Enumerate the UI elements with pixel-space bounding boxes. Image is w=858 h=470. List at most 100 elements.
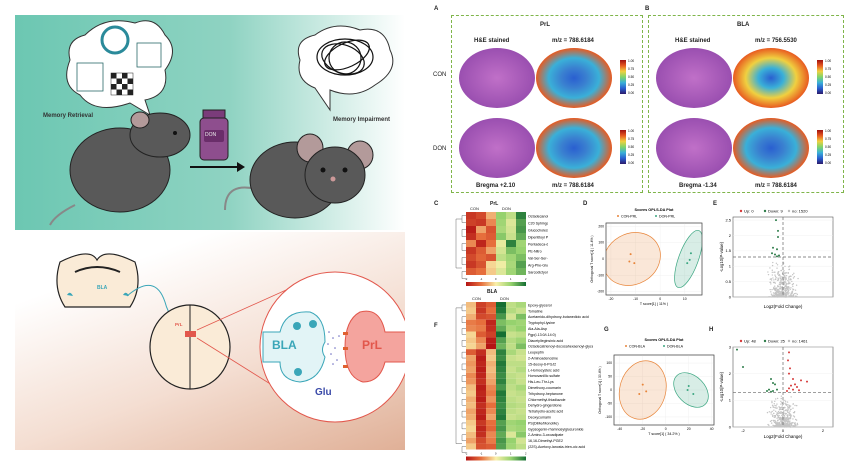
abstract-top-illustration <box>49 20 394 226</box>
nonsignificant-point <box>770 283 772 285</box>
heatmap-cell <box>506 331 516 338</box>
nonsignificant-point <box>789 415 792 417</box>
y-tick-label: 0.5 <box>725 279 731 284</box>
nonsignificant-point <box>784 424 787 427</box>
legend-tick: 2 <box>525 452 527 456</box>
heatmap-cell <box>476 331 486 338</box>
heatmap-cell <box>506 261 516 268</box>
heatmap-cell <box>486 226 496 233</box>
heatmap-cell <box>476 233 486 240</box>
nonsignificant-point <box>783 412 785 414</box>
nonsignificant-point <box>777 278 780 280</box>
down-regulated-point <box>774 383 776 386</box>
don-bottle-icon <box>199 109 229 161</box>
heatmap-cell <box>476 307 486 314</box>
nonsignificant-point <box>778 283 780 286</box>
heatmap-cell <box>506 325 516 332</box>
up-regulated-point <box>788 372 790 375</box>
heatmap-cell <box>486 233 496 240</box>
legend-tick: -2 <box>465 277 468 281</box>
y-tick-label: 200 <box>598 224 604 228</box>
heatmap-cell <box>486 261 496 268</box>
data-point <box>692 393 695 396</box>
nonsignificant-point <box>781 417 783 419</box>
heatmap-cell <box>476 437 486 444</box>
heatmap-cell <box>496 414 506 420</box>
nonsignificant-point <box>775 262 778 264</box>
thought-bubble-impairment <box>297 25 394 112</box>
nonsignificant-point <box>781 290 784 292</box>
dendrogram-branch <box>461 434 466 441</box>
y-tick-label: 1 <box>729 264 732 269</box>
nonsignificant-point <box>786 424 789 427</box>
panel-f-group-con: CON <box>472 296 481 301</box>
row-label: Leupeptin <box>528 351 544 355</box>
nonsignificant-point <box>784 277 786 279</box>
heatmap-cell <box>476 443 486 450</box>
y-tick-label: 100 <box>606 361 612 365</box>
dendrogram-branch <box>461 340 466 347</box>
confidence-ellipse <box>618 360 667 420</box>
heatmap-cell <box>506 343 516 350</box>
data-point <box>638 393 641 396</box>
he-stained-section <box>459 118 535 178</box>
nonsignificant-point <box>786 410 788 412</box>
heatmap-cell <box>516 396 526 403</box>
he-stained-section <box>656 48 732 108</box>
heatmap-cell <box>486 378 496 385</box>
heatmap-cell <box>516 343 526 350</box>
legend-marker <box>617 215 619 217</box>
nonsignificant-point <box>779 281 781 284</box>
heatmap-cell <box>506 414 516 420</box>
nonsignificant-point <box>784 272 786 274</box>
plot-title: Scores OPLS-DA Plot <box>635 208 675 212</box>
panel-a-bregma: Bregma +2.10 <box>476 183 516 189</box>
nonsignificant-point <box>791 280 793 283</box>
heatmap-cell <box>486 337 496 344</box>
panel-d-letter: D <box>583 201 588 207</box>
nonsignificant-point <box>792 421 794 424</box>
nonsignificant-point <box>780 293 783 296</box>
x-tick-label: -2 <box>741 428 745 433</box>
heatmap-cell <box>476 343 486 350</box>
nonsignificant-point <box>777 285 779 287</box>
heatmap-cell <box>496 390 506 397</box>
y-axis-label: -Log10(P-value) <box>719 371 724 402</box>
maze-box-icon <box>136 42 162 68</box>
heatmap-cell <box>496 372 506 379</box>
nonsignificant-point <box>787 423 789 426</box>
nonsignificant-point <box>785 423 787 425</box>
nonsignificant-point <box>773 412 775 415</box>
up-regulated-point <box>798 389 800 392</box>
heatmap-cell <box>506 378 516 385</box>
heatmap-cell <box>486 408 496 415</box>
heatmap-cell <box>516 212 526 219</box>
heatmap-cell <box>466 240 476 247</box>
panel-a-col1: H&E stained <box>474 38 510 44</box>
nonsignificant-point <box>783 420 786 422</box>
row-label: Octadecanoic acid (d5) <box>528 214 548 218</box>
nonsignificant-point <box>783 280 786 283</box>
plot-content <box>606 230 702 288</box>
nonsignificant-point <box>777 421 779 424</box>
heatmap-cell <box>516 414 526 420</box>
panel-a-letter: A <box>434 6 439 12</box>
y-tick-label: 2 <box>729 371 732 376</box>
nonsignificant-point <box>775 423 778 426</box>
nonsignificant-point <box>788 282 791 284</box>
nonsignificant-point <box>779 296 781 298</box>
nonsignificant-point <box>788 423 790 425</box>
nonsignificant-point <box>780 395 783 397</box>
nonsignificant-point <box>778 287 781 289</box>
nonsignificant-point <box>796 404 798 407</box>
down-regulated-point <box>772 390 774 392</box>
up-regulated-point <box>787 359 789 362</box>
heatmap-cell <box>486 254 496 261</box>
nonsignificant-point <box>788 281 790 283</box>
row-label: Ala-Ala-Asp <box>528 327 547 331</box>
nonsignificant-point <box>794 404 796 407</box>
nonsignificant-point <box>796 293 799 296</box>
nonsignificant-point <box>795 295 798 298</box>
nonsignificant-point <box>780 269 782 272</box>
panel-g-letter: G <box>604 327 609 333</box>
